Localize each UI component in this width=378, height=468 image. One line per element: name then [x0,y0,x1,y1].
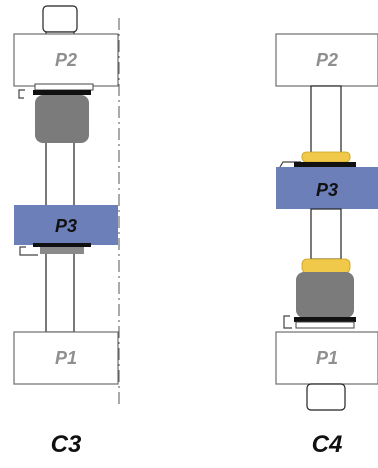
top-nut-c3 [42,5,78,33]
label-p1-c3: P1 [55,348,77,368]
plate-p1-c4 [275,331,378,385]
connector-top-c3 [35,95,89,143]
cap-bottom-c4 [295,321,355,329]
rod-lower-c4 [310,208,342,260]
caption-c4: C4 [312,431,343,458]
configuration-c4: P2 P3 P1 C4 [275,33,378,458]
gold-collar-top-c4 [301,151,351,163]
label-p2-c3: P2 [55,50,77,70]
band-top-c3 [33,90,91,95]
label-p1-c4: P1 [316,348,338,368]
bottom-nut-c4 [306,383,346,411]
band-bottom-c4 [294,317,356,322]
caption-c3: C3 [51,431,82,458]
band-mid-c3 [33,243,91,247]
label-p3-c4: P3 [316,180,338,200]
hook-top-c3 [18,89,25,99]
rod-upper-c4 [310,85,342,155]
hook-bottom-c4 [283,315,292,329]
cap-top-c3 [34,83,94,91]
plate-p3-c3 [14,205,118,245]
connector-bottom-c4 [296,272,354,318]
plate-p3-c4 [276,167,378,209]
gold-collar-bottom-c4 [301,258,351,274]
label-p2-c4: P2 [316,50,338,70]
configuration-c3: P2 P3 P1 C3 [13,5,120,458]
band-p3-c4 [294,162,356,167]
hook-mid-c3 [19,246,38,256]
connector-mid-c3 [40,247,84,254]
plate-p2-c3 [13,33,119,87]
plate-p1-c3 [13,331,119,385]
label-p3-c3: P3 [55,216,77,236]
